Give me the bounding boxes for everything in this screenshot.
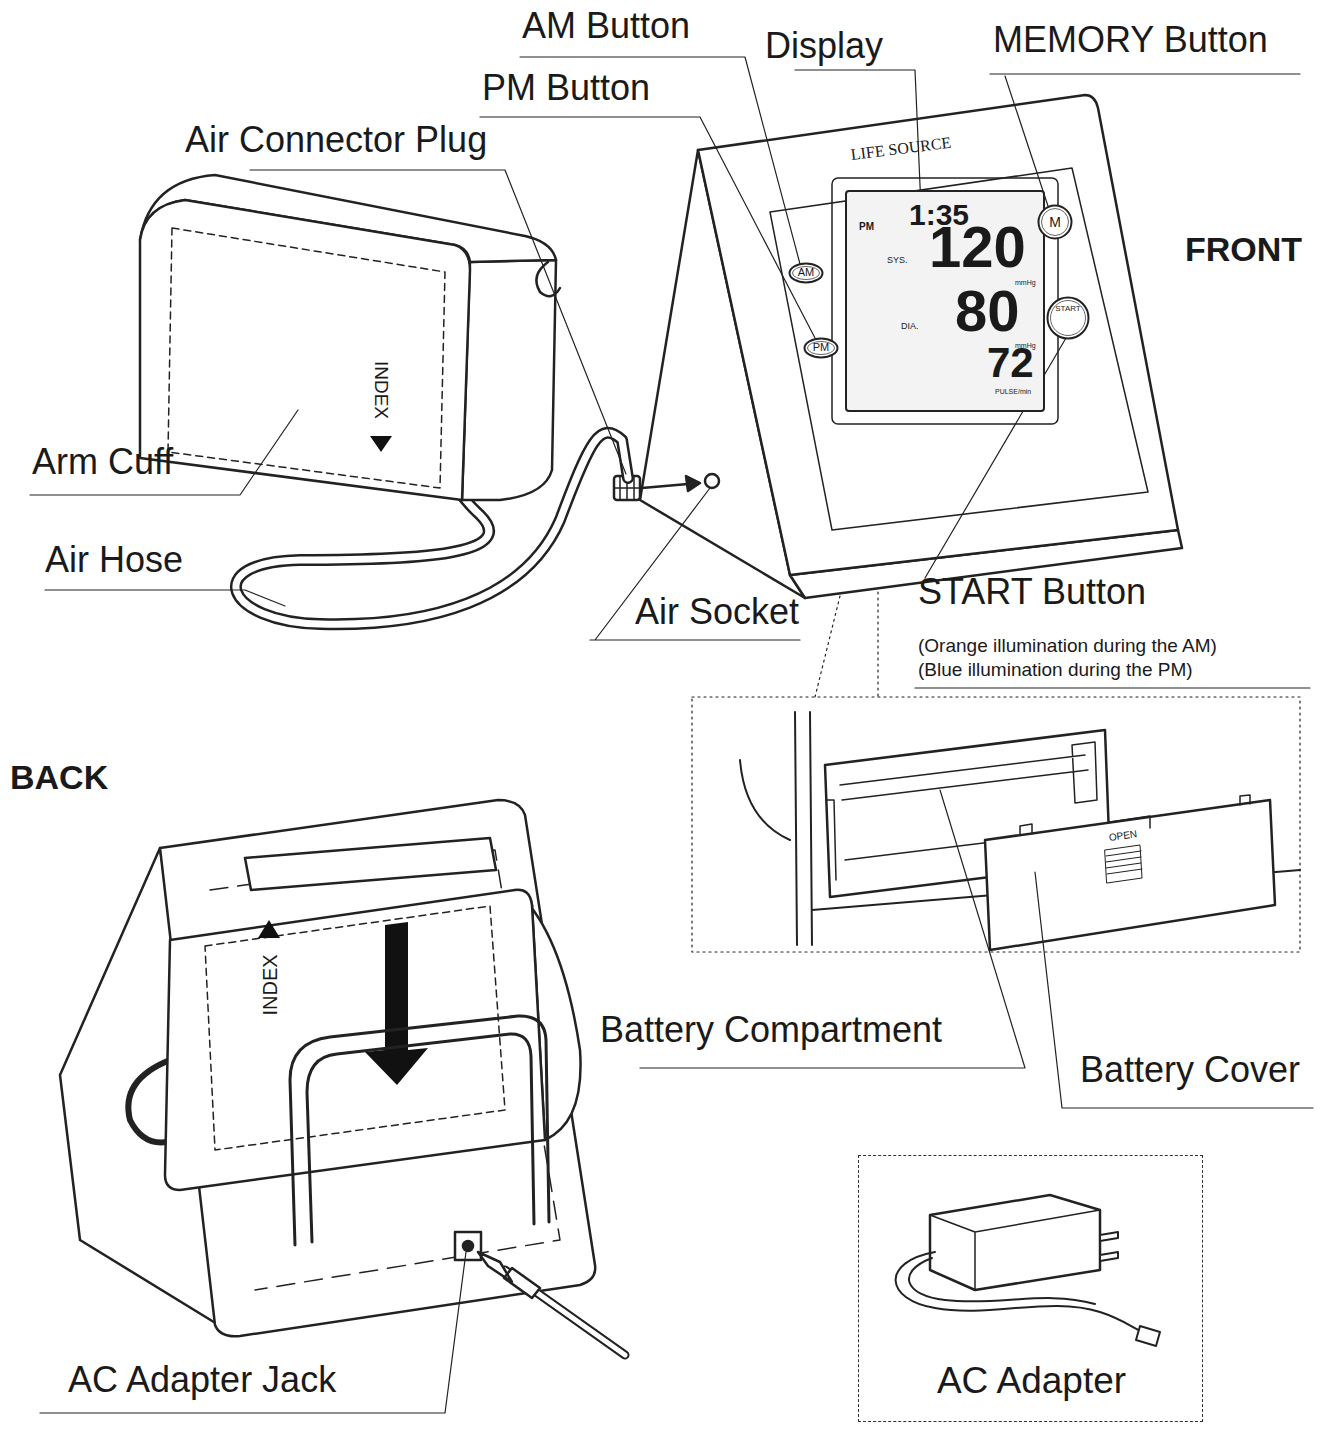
leader-line — [250, 170, 626, 474]
adapter-edges — [930, 1210, 1100, 1290]
part-label: (Orange illumination during the AM) — [918, 636, 1217, 655]
ac-plug — [478, 1252, 540, 1298]
part-label: START Button — [918, 574, 1146, 610]
part-label: Air Connector Plug — [185, 122, 487, 158]
node-text: PM — [803, 342, 839, 353]
back-body — [160, 800, 595, 1336]
adapter-plug — [1136, 1326, 1160, 1346]
adapter-prongs — [1100, 1232, 1118, 1261]
leader-line — [990, 74, 1300, 206]
leader-line — [480, 117, 815, 338]
display-reading: DIA. — [901, 322, 919, 331]
insert-arrowhead — [686, 476, 700, 491]
part-label: FRONT — [1185, 232, 1302, 266]
index-triangle — [258, 920, 280, 938]
cuff-face — [140, 200, 470, 500]
node-text: AM — [788, 267, 824, 278]
button-outline — [1046, 296, 1090, 340]
panel-inset — [770, 168, 1148, 530]
leader-line — [40, 1252, 466, 1413]
part-label: Battery Cover — [1080, 1052, 1300, 1088]
part-label: Air Socket — [635, 594, 799, 630]
cuff-right-roll — [462, 260, 556, 500]
cuff-holder-wire — [290, 1016, 549, 1245]
display-reading: 72 — [987, 342, 1034, 384]
leader-line — [590, 488, 800, 640]
part-label: AC Adapter Jack — [68, 1362, 336, 1398]
battery-cover — [985, 800, 1275, 950]
cover-hatch — [1105, 845, 1142, 883]
part-label: AM Button — [522, 8, 690, 44]
button-shape: PM — [803, 337, 839, 359]
ac-jack — [455, 1232, 481, 1260]
part-label: INDEX — [372, 361, 391, 419]
part-label: Arm Cuff — [32, 444, 173, 480]
part-label: Battery Compartment — [600, 1012, 942, 1048]
part-label: MEMORY Button — [993, 22, 1268, 58]
inset-link — [815, 592, 878, 697]
part-label: Air Hose — [45, 542, 183, 578]
index-triangle — [370, 436, 392, 452]
adapter-cord — [896, 1252, 1148, 1334]
down-arrow — [365, 922, 428, 1085]
monitor-front — [698, 95, 1178, 575]
part-label: PM Button — [482, 70, 650, 106]
screen-frame — [832, 178, 1058, 424]
part-label: Display — [765, 28, 883, 64]
ac-jack-hole — [463, 1241, 473, 1251]
leader-line — [1035, 872, 1313, 1108]
display-reading: PULSE/min — [995, 388, 1031, 395]
leader-line — [30, 410, 298, 495]
part-label: BACK — [10, 760, 108, 794]
part-label: INDEX — [260, 954, 280, 1015]
inset-box: AC Adapter — [858, 1155, 1203, 1422]
adapter-body — [930, 1195, 1100, 1290]
back-cuff-stitching — [205, 906, 505, 1150]
button-shape: AM — [788, 262, 824, 284]
button-ellipse — [1048, 298, 1089, 339]
back-cuff — [165, 890, 545, 1190]
leader-line — [45, 590, 285, 606]
air-socket — [705, 474, 719, 488]
node-text: M — [1037, 215, 1073, 229]
back-handle — [245, 838, 496, 890]
insert-arrow — [642, 484, 688, 488]
node-text: START — [1046, 305, 1090, 313]
display-reading: 120 — [929, 218, 1026, 276]
inset-frame — [692, 697, 1300, 952]
button-shape: M — [1037, 204, 1073, 240]
display-reading: 80 — [955, 282, 1020, 340]
node-text: AC Adapter — [859, 1362, 1204, 1399]
cuff-stitching — [168, 228, 445, 488]
button-shape: START — [1046, 296, 1090, 340]
part-label: (Blue illumination during the PM) — [918, 660, 1193, 679]
lcd-screen: PM1:35SYS.120mmHgDIA.80mmHg72PULSE/min — [845, 190, 1045, 412]
display-reading: PM — [859, 222, 874, 232]
display-reading: SYS. — [887, 256, 908, 265]
